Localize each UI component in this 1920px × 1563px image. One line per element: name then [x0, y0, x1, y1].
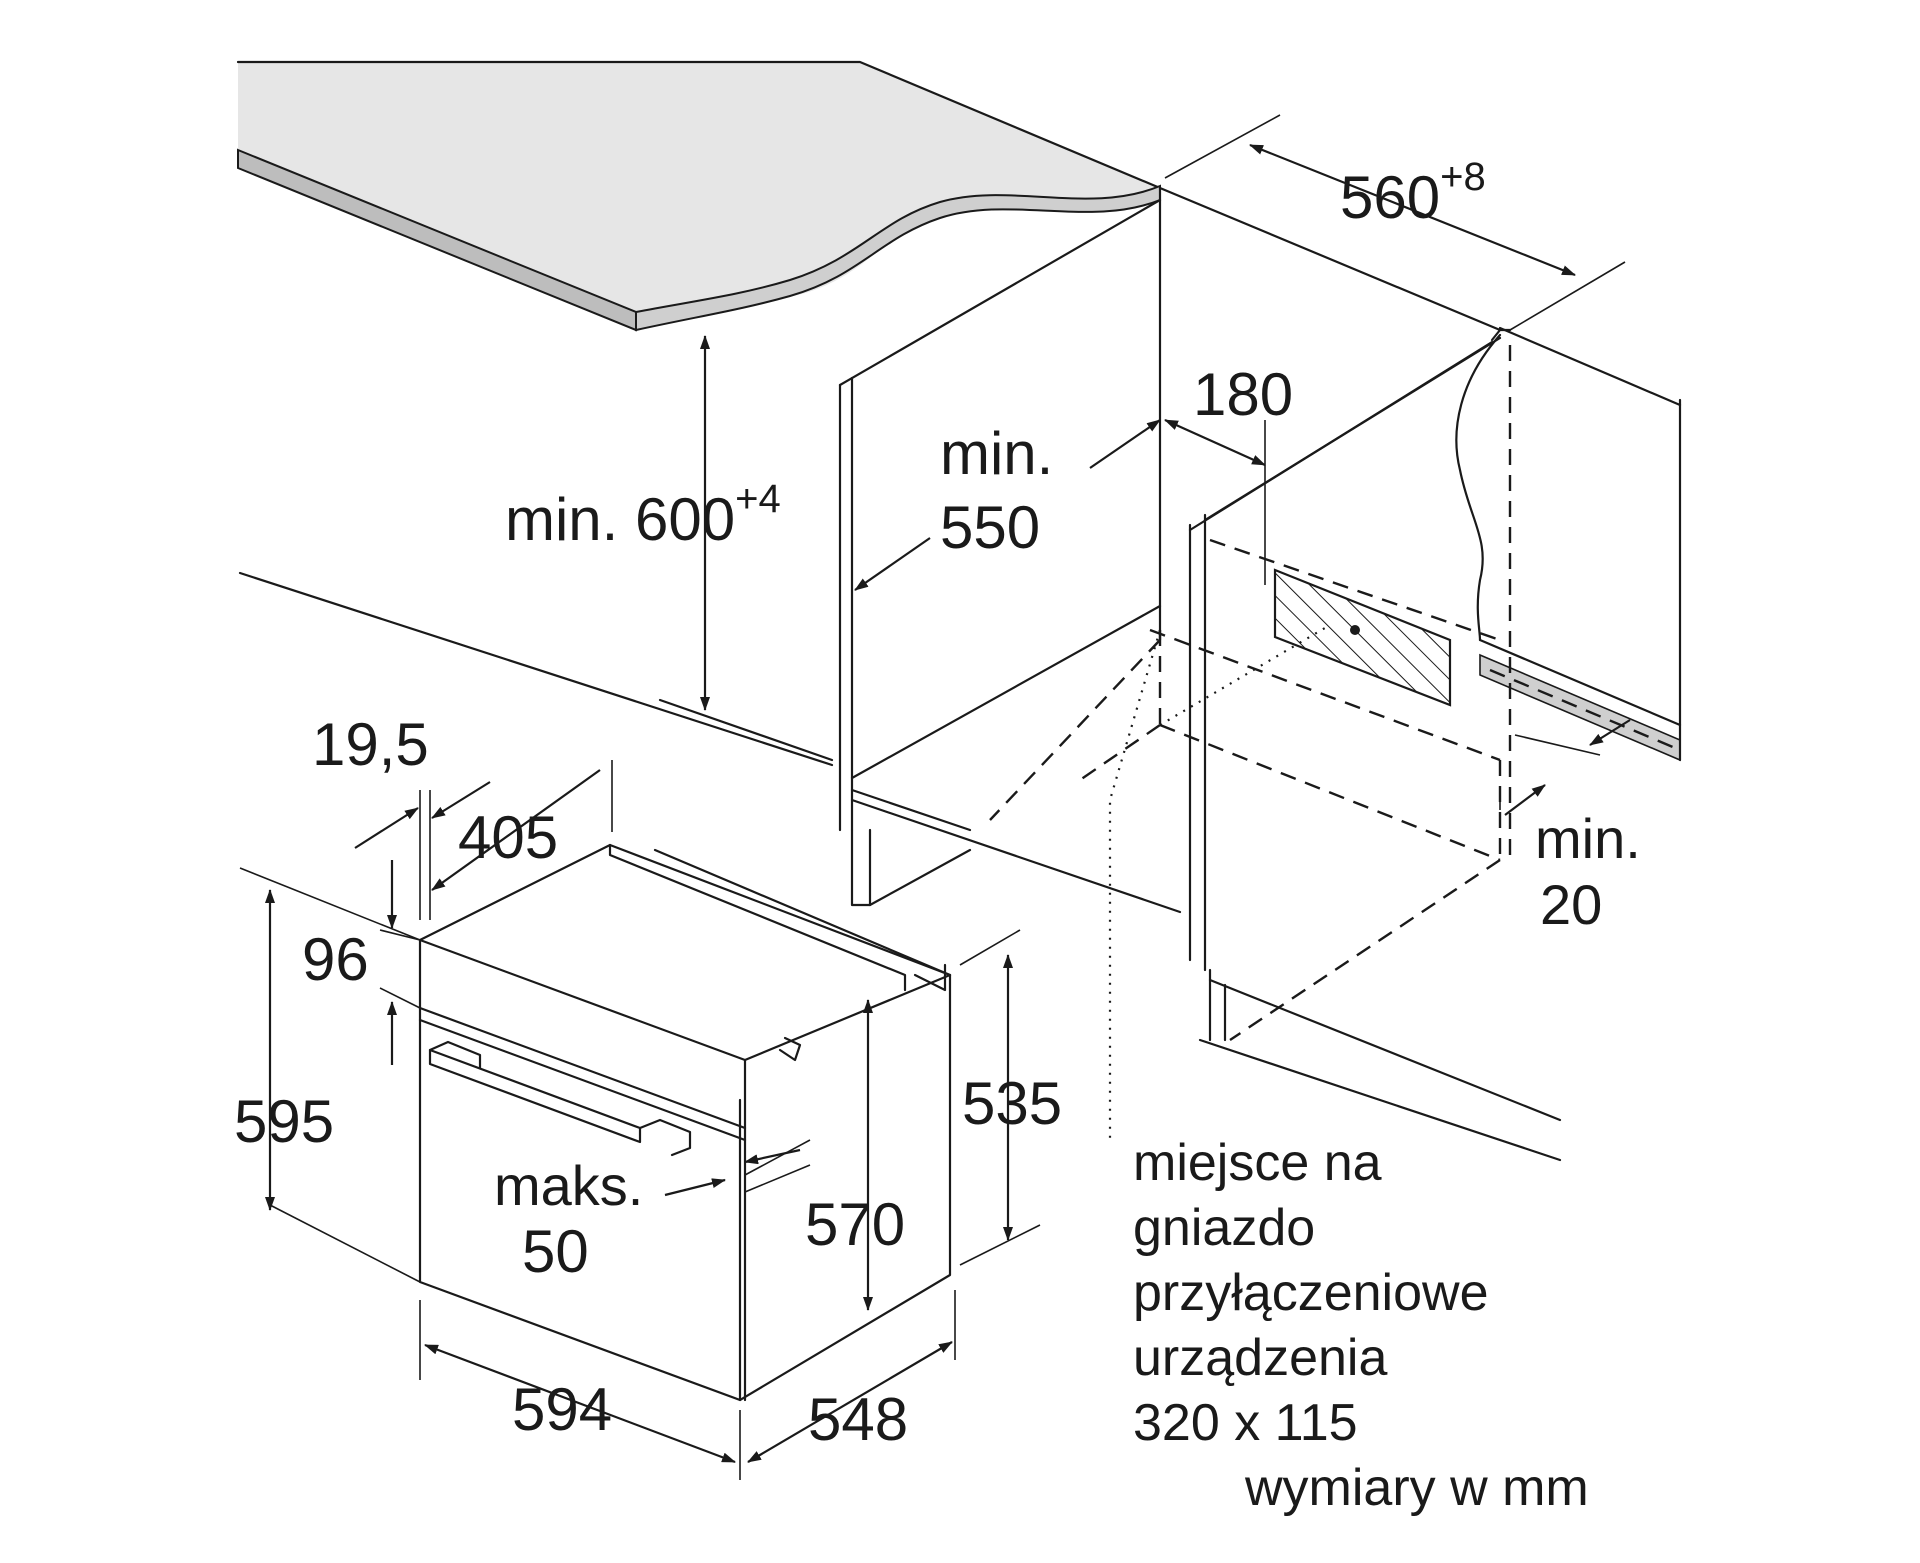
cabinet-side-panel [838, 186, 1162, 832]
dim-label-405: 405 [458, 804, 558, 871]
socket-note-line: miejsce na [1133, 1134, 1382, 1192]
dim-label-maks-50-line1: maks. [494, 1154, 643, 1217]
base-lines [238, 571, 1562, 1162]
units-note: wymiary w mm [1244, 1459, 1589, 1517]
socket-leader-dotted [1108, 629, 1162, 1140]
dim-label-min-550-line2: 550 [940, 494, 1040, 561]
socket-note: miejsce na gniazdo przyłączeniowe urządz… [1133, 1134, 1489, 1452]
dim-label-min-550-line1: min. [940, 420, 1053, 487]
socket-note-line: urządzenia [1133, 1329, 1387, 1387]
socket-area [1264, 420, 1452, 707]
countertop [236, 60, 1162, 332]
oven [418, 843, 952, 1402]
dim-label-548: 548 [808, 1386, 908, 1453]
dim-label-maks-50-line2: 50 [522, 1218, 589, 1285]
dim-label-560: 560+8 [1340, 155, 1486, 231]
dim-label-min-20-line1: min. [1535, 807, 1641, 870]
dim-label-594: 594 [512, 1376, 612, 1443]
dim-label-19-5: 19,5 [312, 711, 429, 778]
dim-label-600: min. 600+4 [505, 477, 781, 553]
dim-label-min-20-line2: 20 [1540, 873, 1602, 936]
socket-note-line: 320 x 115 [1133, 1394, 1358, 1452]
dimension-lines [239, 114, 1631, 1480]
dim-label-96: 96 [302, 926, 369, 993]
socket-note-line: przyłączeniowe [1133, 1264, 1489, 1322]
dim-label-570: 570 [805, 1191, 905, 1258]
dim-label-180: 180 [1193, 361, 1293, 428]
dim-label-535: 535 [962, 1070, 1062, 1137]
dim-label-595: 595 [234, 1088, 334, 1155]
oven-handle [428, 1040, 692, 1157]
appliance-outline-dashed [989, 538, 1502, 1041]
socket-note-line: gniazdo [1133, 1199, 1315, 1257]
